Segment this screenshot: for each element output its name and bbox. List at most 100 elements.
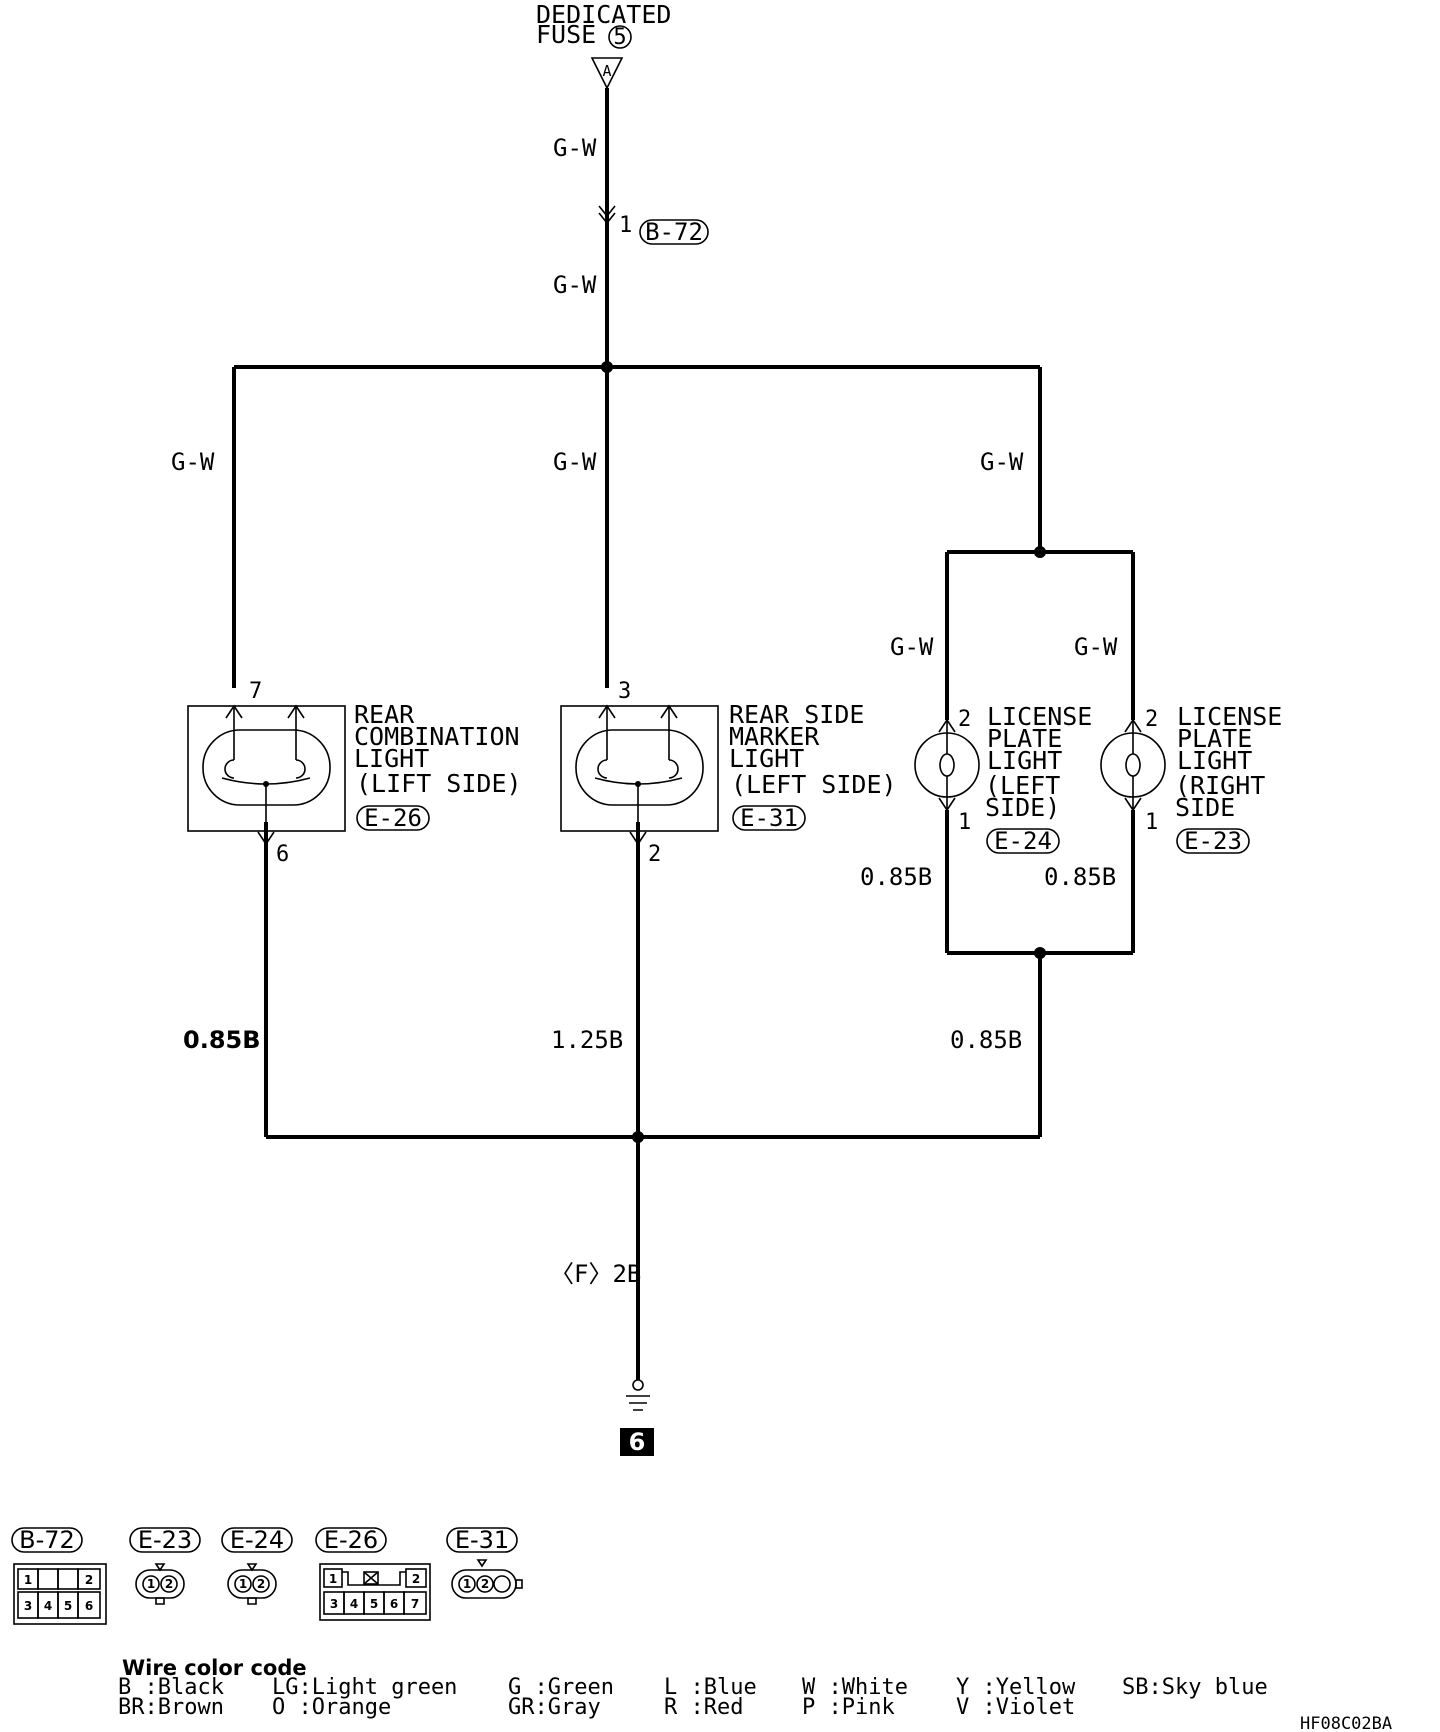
connector-badge xyxy=(129,1527,201,1553)
e26-id: E-26 xyxy=(364,804,422,832)
legend-entry: GR:Gray xyxy=(508,1695,601,1720)
connector-faces: B-72 1 2 3 4 5 6 E-23 1 2 xyxy=(11,1526,523,1625)
up-arrow-icon xyxy=(225,704,305,719)
cell xyxy=(57,1568,79,1590)
rear-combination-light: 7 6 REAR COMBINATION LIGHT (LIFT SIDE) E… xyxy=(187,679,522,867)
connector-key xyxy=(476,1559,488,1568)
ground-terminal-icon xyxy=(632,1379,644,1391)
connector-id: E-24 xyxy=(230,1526,284,1554)
b72-id: B-72 xyxy=(645,218,703,246)
ground-number-badge xyxy=(620,1428,654,1456)
connector-arrow-icon xyxy=(598,205,616,225)
label-line: LIGHT xyxy=(1177,746,1252,775)
legend-entry: Y :Yellow xyxy=(956,1675,1076,1700)
cell-label: 3 xyxy=(24,1599,32,1613)
cell xyxy=(405,1568,427,1588)
label-line: PLATE xyxy=(1177,724,1252,753)
license-plate-light-left: 2 1 LICENSE PLATE LIGHT (LEFT SIDE) E-24 xyxy=(914,702,1092,855)
cell xyxy=(323,1568,343,1588)
label-line: PLATE xyxy=(987,724,1062,753)
label-line: (LEFT xyxy=(985,771,1060,800)
connector-b72-inline: 1 B-72 xyxy=(598,205,709,246)
legend-entry: BR:Brown xyxy=(118,1695,224,1720)
cell-label: 1 xyxy=(329,1572,337,1586)
b72-badge xyxy=(639,219,709,245)
connector-key xyxy=(246,1563,258,1605)
cell-label: 5 xyxy=(370,1597,378,1611)
cell-label: 1 xyxy=(239,1577,247,1591)
legend-entry: G :Green xyxy=(508,1675,614,1700)
rear-side-marker-frame xyxy=(560,705,719,832)
blank-cell xyxy=(363,1571,379,1585)
terminal-letter: A xyxy=(602,62,611,80)
ground-point: 6 xyxy=(620,1379,654,1456)
dedicated-fuse-source: DEDICATED FUSE 5 A xyxy=(536,0,671,90)
label-line: LIGHT xyxy=(354,744,429,773)
cell-label: 1 xyxy=(463,1577,471,1591)
e31-id: E-31 xyxy=(740,804,798,832)
label-line: LICENSE xyxy=(1177,702,1282,731)
e24-id: E-24 xyxy=(994,827,1052,855)
wire-label-license-right-ground: 0.85B xyxy=(1044,863,1116,891)
cell xyxy=(403,1591,427,1615)
label-line: REAR xyxy=(354,700,415,729)
connector-id: E-31 xyxy=(455,1526,509,1554)
cell xyxy=(252,1575,270,1593)
label-line: COMBINATION xyxy=(354,722,520,751)
pin-bottom: 1 xyxy=(1145,810,1158,835)
connector-face-e31: E-31 1 2 xyxy=(446,1526,523,1599)
blank-cell xyxy=(493,1575,511,1593)
bulb-filament-icon xyxy=(597,759,679,779)
cell xyxy=(37,1568,59,1590)
pin-top: 2 xyxy=(1145,707,1158,732)
connector-badge xyxy=(446,1527,518,1553)
legend-entry: R :Red xyxy=(664,1695,743,1720)
cell-label: 6 xyxy=(85,1599,93,1613)
wire-label-ground-main: 〈F〉2B xyxy=(550,1260,641,1288)
connector-body xyxy=(319,1563,431,1621)
down-arrow-icon xyxy=(257,831,275,846)
wire-label-ground-center: 1.25B xyxy=(551,1026,623,1054)
cell-label: 4 xyxy=(350,1597,358,1611)
lamp-node xyxy=(263,781,269,787)
down-arrow-icon xyxy=(629,831,647,846)
wire-label-right-branch: G-W xyxy=(980,448,1024,476)
cell-label: 2 xyxy=(165,1577,173,1591)
e23-id: E-23 xyxy=(1184,827,1242,855)
pin-top: 3 xyxy=(618,679,631,704)
cell-label: 1 xyxy=(147,1577,155,1591)
label-line: REAR SIDE xyxy=(729,700,864,729)
wire-label-left-branch: G-W xyxy=(171,448,215,476)
wire-labels: G-W G-W G-W G-W G-W G-W G-W 0.85B 0.85B … xyxy=(171,134,1118,1288)
bulb-filament-icon xyxy=(939,753,955,777)
lamp-leads xyxy=(233,706,297,760)
down-arrow-icon xyxy=(1124,797,1142,812)
pin-bottom: 2 xyxy=(648,842,661,867)
label-line: LICENSE xyxy=(987,702,1092,731)
cell-label: 2 xyxy=(412,1572,420,1586)
legend-entry: L :Blue xyxy=(664,1675,757,1700)
e23-badge xyxy=(1176,828,1250,854)
terminal-triangle-icon xyxy=(590,57,624,90)
lamp-housing xyxy=(575,729,704,806)
cell xyxy=(160,1575,178,1593)
junction-dot xyxy=(1034,947,1046,959)
cell xyxy=(77,1591,101,1619)
label-line: (LEFT SIDE) xyxy=(731,770,897,799)
fuse-number: 5 xyxy=(613,25,626,50)
legend-entry: W :White xyxy=(802,1675,908,1700)
fuse-label-line1: DEDICATED xyxy=(536,0,671,29)
rear-side-marker-light: 3 2 REAR SIDE MARKER LIGHT (LEFT SIDE) E… xyxy=(560,679,897,867)
wire-label-license-left-ground: 0.85B xyxy=(860,863,932,891)
label-line: LIGHT xyxy=(987,746,1062,775)
connector-id: E-26 xyxy=(324,1526,378,1554)
cell xyxy=(476,1575,494,1593)
wire-label-center-branch: G-W xyxy=(553,448,597,476)
connector-face-b72: B-72 1 2 3 4 5 6 xyxy=(11,1526,107,1625)
wire-label-license-right: G-W xyxy=(1074,633,1118,661)
rear-combination-frame xyxy=(187,705,346,832)
cell xyxy=(77,1568,101,1590)
connector-id: E-23 xyxy=(138,1526,192,1554)
ground-symbol-icon xyxy=(626,1395,650,1411)
label-line: (RIGHT xyxy=(1175,771,1265,800)
